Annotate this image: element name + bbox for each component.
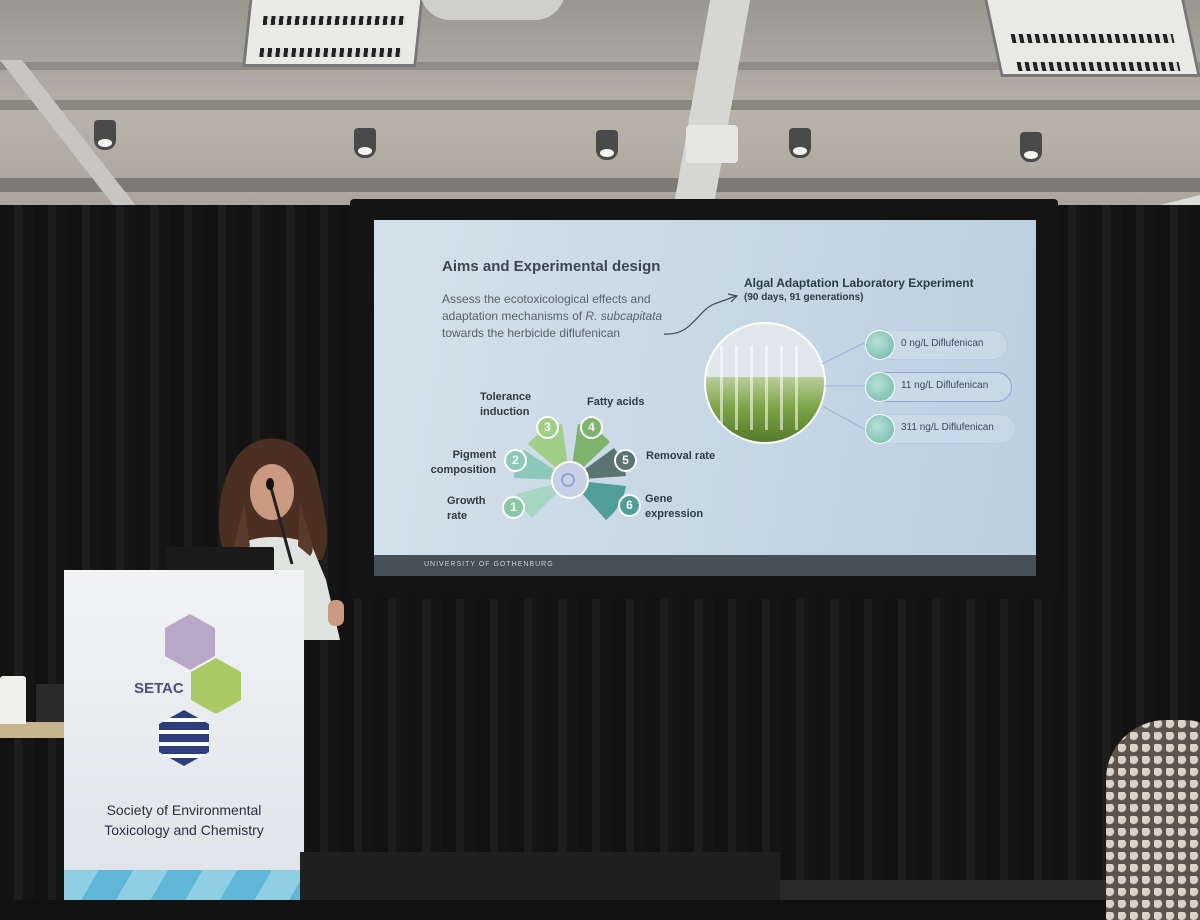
slide-footer: UNIVERSITY OF GOTHENBURG <box>374 555 1036 576</box>
condition-0: 0 ng/L Diflufenican <box>865 330 1008 360</box>
experiment-title: Algal Adaptation Laboratory Experiment <box>744 276 974 290</box>
endpoint-number-2: 2 <box>504 449 527 472</box>
setac-hex-tree-icon <box>191 658 241 714</box>
milk-carton <box>0 676 26 724</box>
audience-member-head <box>1106 720 1200 920</box>
ceiling-beam <box>0 62 1200 70</box>
species-name: R. subcapitata <box>585 309 663 323</box>
stage-floor <box>780 880 1110 900</box>
projector <box>686 125 738 163</box>
footer-text: UNIVERSITY OF GOTHENBURG <box>424 561 554 568</box>
spotlight <box>596 130 618 160</box>
side-table <box>0 722 76 738</box>
aim-text-line-2: adaptation mechanisms of R. subcapitata <box>442 309 662 323</box>
microphone <box>266 478 294 565</box>
condition-label: 11 ng/L Diflufenican <box>901 380 989 391</box>
setac-hex-water-icon <box>159 710 209 766</box>
ceiling-light-panel <box>983 0 1200 77</box>
condition-label: 0 ng/L Diflufenican <box>901 338 984 349</box>
slide-title: Aims and Experimental design <box>442 258 661 275</box>
endpoint-number-4: 4 <box>580 416 603 439</box>
arrow-icon <box>663 293 739 335</box>
endpoint-number-6: 6 <box>618 494 641 517</box>
aim-text-prefix: adaptation mechanisms of <box>442 309 586 323</box>
endpoints-wheel <box>514 424 626 520</box>
presentation-slide: Aims and Experimental design Assess the … <box>374 220 1036 576</box>
org-name-line-2: Toxicology and Chemistry <box>104 822 264 838</box>
algae-flasks-photo <box>704 322 826 444</box>
endpoint-number-1: 1 <box>502 496 525 519</box>
aim-text-line-1: Assess the ecotoxicological effects and <box>442 292 651 306</box>
ceiling-beam <box>0 178 1200 192</box>
spotlight <box>354 128 376 158</box>
ceiling-light-panel <box>242 0 424 67</box>
podium-pattern <box>64 870 304 900</box>
podium: SETAC Society of Environmental Toxicolog… <box>64 570 304 900</box>
setac-logo-text: SETAC <box>134 680 184 697</box>
endpoint-number-3: 3 <box>536 416 559 439</box>
condition-label: 311 ng/L Diflufenican <box>901 422 994 433</box>
spotlight <box>1020 132 1042 162</box>
ceiling-beam <box>0 100 1200 110</box>
spotlight <box>789 128 811 158</box>
algae-icon <box>865 330 895 360</box>
ceiling-light-round <box>420 0 565 20</box>
condition-2: 311 ng/L Diflufenican <box>865 414 1016 444</box>
algae-icon <box>865 414 895 444</box>
setac-hex-bird-icon <box>165 614 215 670</box>
stage-platform <box>300 852 780 900</box>
endpoint-label-4: Fatty acids <box>587 396 645 408</box>
laptop <box>166 547 274 571</box>
endpoint-number-5: 5 <box>614 449 637 472</box>
org-name-line-1: Society of Environmental <box>106 802 262 818</box>
experiment-subtitle: (90 days, 91 generations) <box>744 292 864 303</box>
ceiling <box>0 0 1200 251</box>
algae-icon <box>865 372 895 402</box>
condition-1: 11 ng/L Diflufenican <box>865 372 1012 402</box>
spotlight <box>94 120 116 150</box>
aim-text-line-3: towards the herbicide diflufenican <box>442 326 621 340</box>
endpoint-label-5: Removal rate <box>646 450 716 462</box>
condition-connectors <box>821 341 867 431</box>
